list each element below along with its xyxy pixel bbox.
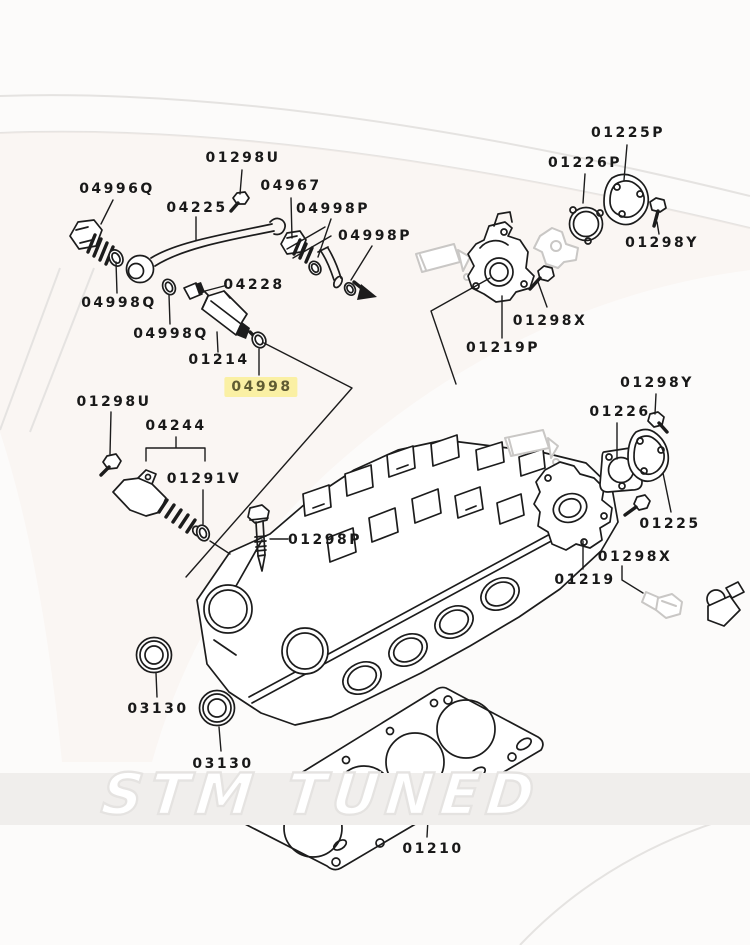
part-label-04244: 04244 xyxy=(145,418,207,434)
head-ports xyxy=(342,576,520,696)
bolt-01298X-right-drawing xyxy=(623,494,651,517)
water-pipe-04225-drawing xyxy=(125,217,286,284)
oring-04998-drawing xyxy=(251,331,267,349)
part-label-01298y-top: 01298Y xyxy=(625,235,699,251)
part-label-01214: 01214 xyxy=(188,352,250,368)
bolt-01298Y-top-drawing xyxy=(649,197,667,228)
cam-sensor-drawing xyxy=(706,581,745,627)
part-label-01219: 01219 xyxy=(554,572,616,588)
part-label-03130-lower: 03130 xyxy=(192,756,254,772)
part-label-04998-highlighted: 04998 xyxy=(224,377,298,397)
bolt-01298U-top-drawing xyxy=(229,191,250,213)
cover-01225-drawing xyxy=(627,428,670,483)
bolt-01298P-drawing xyxy=(247,504,270,572)
part-label-04998q-lower: 04998Q xyxy=(133,326,209,342)
oring-04998Q-upper xyxy=(108,249,124,267)
part-label-01298u-top: 01298U xyxy=(205,150,281,166)
gasket-01226P-drawing xyxy=(568,206,604,245)
part-label-01225p: 01225P xyxy=(591,125,665,141)
watermark-band xyxy=(0,773,750,825)
ghost-bolt-bottom xyxy=(641,591,683,619)
oring-01291V-drawing xyxy=(195,524,211,542)
part-label-01298p: 01298P xyxy=(288,532,362,548)
part-label-04998q-upper: 04998Q xyxy=(81,295,157,311)
bolt-01298X-top-drawing xyxy=(528,265,555,291)
cam-towers xyxy=(302,434,546,563)
oring-04998P-upper xyxy=(308,260,322,276)
part-label-01298y-right: 01298Y xyxy=(620,375,694,391)
joint-01214-drawing xyxy=(201,290,258,340)
part-label-04996q: 04996Q xyxy=(79,181,155,197)
oring-04998Q-lower xyxy=(161,278,177,296)
ghost-sensor-top xyxy=(533,227,579,269)
seal-03130-lower xyxy=(198,689,236,727)
part-label-01298u-left: 01298U xyxy=(76,394,152,410)
cam-bores xyxy=(203,584,329,675)
part-label-01210: 01210 xyxy=(402,841,464,857)
fitting-04996Q-drawing xyxy=(69,219,115,266)
seal-03130-upper xyxy=(135,636,173,674)
cylinder-head-drawing xyxy=(196,434,619,726)
part-label-01298x-top: 01298X xyxy=(512,313,588,329)
bolt-01298U-left-drawing xyxy=(99,453,122,477)
watermark-text: STM TUNED xyxy=(97,761,545,829)
part-label-04967: 04967 xyxy=(260,178,322,194)
ghost-sealant-tube-right xyxy=(504,429,560,466)
part-label-03130-upper: 03130 xyxy=(127,701,189,717)
part-label-04998p-upper: 04998P xyxy=(296,201,370,217)
leader-lines xyxy=(100,144,672,838)
water-outlet-01219-drawing xyxy=(533,461,613,551)
part-label-01298x-right: 01298X xyxy=(597,549,673,565)
part-label-01291v: 01291V xyxy=(166,471,242,487)
part-label-01226p: 01226P xyxy=(548,155,622,171)
part-label-01219p: 01219P xyxy=(466,340,540,356)
part-label-04225: 04225 xyxy=(166,200,228,216)
part-label-04228: 04228 xyxy=(223,277,285,293)
part-label-01226: 01226 xyxy=(589,404,651,420)
cover-01225P-drawing xyxy=(603,173,650,226)
part-label-04998p-lower: 04998P xyxy=(338,228,412,244)
thermostat-01219P-drawing xyxy=(467,211,535,303)
ghost-sealant-tube-top xyxy=(415,243,471,281)
flow-arrow-icon xyxy=(352,280,377,300)
bolt-01298Y-right-drawing xyxy=(647,411,669,434)
part-label-01225: 01225 xyxy=(639,516,701,532)
oring-04998P-lower xyxy=(343,281,357,297)
